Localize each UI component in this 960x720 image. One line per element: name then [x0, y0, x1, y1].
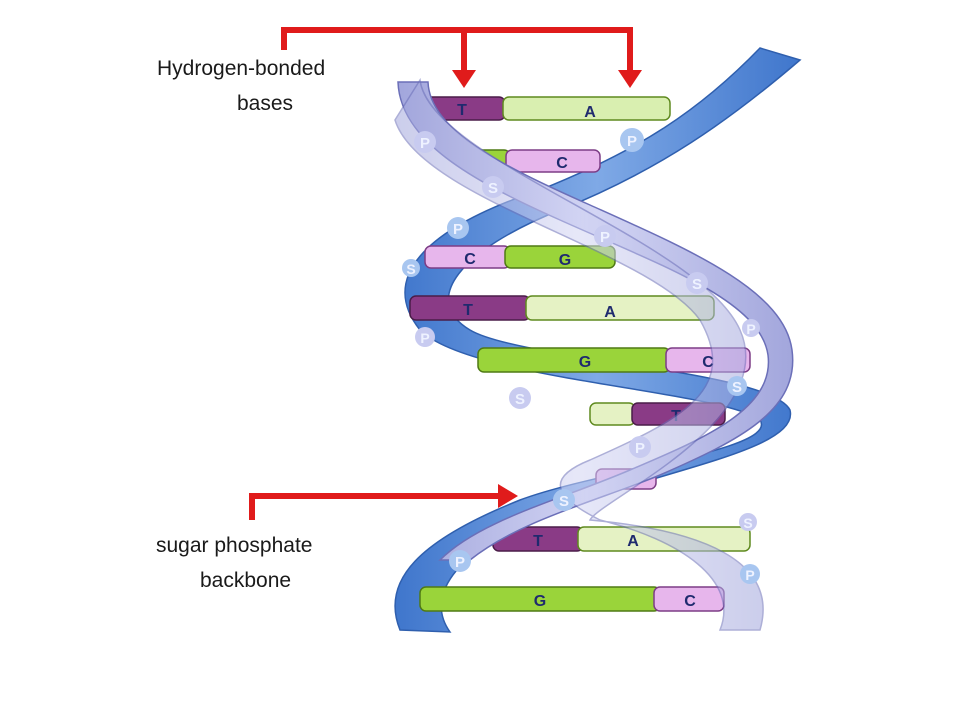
- backbone-arrow: [249, 493, 500, 520]
- base-letter: T: [463, 302, 473, 319]
- arrow-head: [498, 484, 518, 508]
- phosphate-label: P: [453, 221, 463, 238]
- sugar-label: S: [488, 180, 498, 197]
- base-letter: C: [702, 354, 714, 371]
- backbone-label-line1: sugar phosphate: [156, 534, 312, 557]
- bases-arrow: [281, 27, 633, 72]
- base-letter: T: [533, 533, 543, 550]
- base-letter: A: [584, 104, 596, 121]
- phosphate-label: P: [420, 135, 430, 152]
- sugar-label: S: [732, 379, 742, 396]
- base-letter: A: [604, 304, 616, 321]
- phosphate-label: P: [745, 567, 754, 583]
- sugar-label: S: [406, 261, 415, 277]
- phosphate-label: P: [455, 554, 465, 571]
- base-pair-1: T A: [409, 96, 671, 121]
- arrow-head: [452, 70, 476, 88]
- ribbon-labels: P P S P P S S P P S S P S S P P: [402, 128, 760, 584]
- arrow-head: [618, 70, 642, 88]
- base-pair-8: G C: [419, 586, 725, 612]
- base-letter: C: [464, 251, 476, 268]
- phosphate-label: P: [746, 321, 755, 337]
- base-letter: C: [556, 155, 568, 172]
- phosphate-label: P: [635, 440, 645, 457]
- sugar-label: S: [559, 493, 569, 510]
- base-letter: G: [534, 593, 546, 610]
- base-letter: T: [457, 102, 467, 119]
- sugar-label: S: [515, 391, 525, 408]
- base-letter: C: [684, 593, 696, 610]
- base-letter: G: [579, 354, 591, 371]
- sugar-label: S: [743, 515, 752, 531]
- bases-label-line2: bases: [237, 92, 293, 115]
- base-pair-4: T A: [409, 295, 715, 321]
- bases-label-line1: Hydrogen-bonded: [157, 57, 325, 80]
- phosphate-label: P: [420, 330, 429, 346]
- sugar-label: S: [692, 276, 702, 293]
- phosphate-label: P: [600, 229, 610, 246]
- base-letter: A: [627, 533, 639, 550]
- backbone-label-line2: backbone: [200, 569, 291, 592]
- base-pair-5: G C: [477, 347, 751, 373]
- base-pair-3: C G: [424, 245, 616, 269]
- base-letter: G: [559, 252, 571, 269]
- phosphate-label: P: [627, 133, 637, 150]
